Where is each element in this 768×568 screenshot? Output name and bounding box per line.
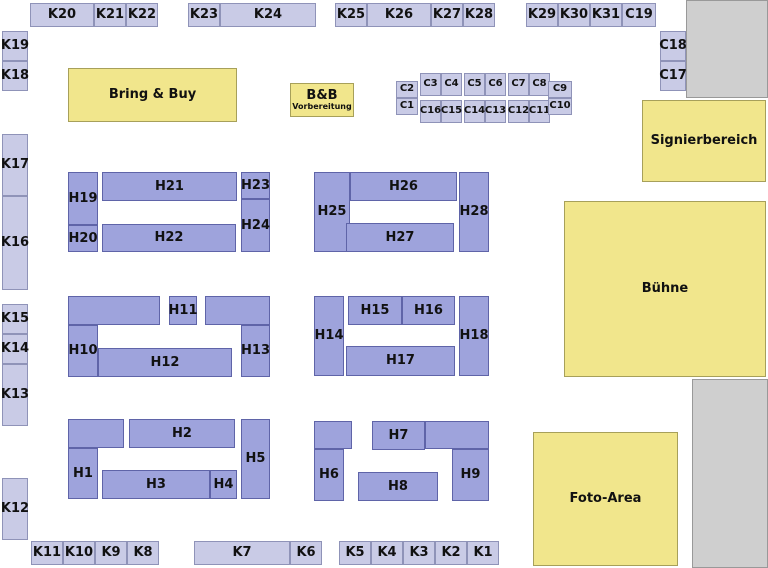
booth-c19[interactable]: C19 xyxy=(622,3,656,27)
booth-h23[interactable]: H23 xyxy=(241,172,270,199)
booth-h10[interactable]: H10 xyxy=(68,325,98,377)
booth-h28[interactable]: H28 xyxy=(459,172,489,252)
area-buehne[interactable]: Bühne xyxy=(564,201,766,377)
booth-h12[interactable]: H12 xyxy=(98,348,232,377)
booth-c11[interactable]: C11 xyxy=(529,100,550,123)
booth-k14[interactable]: K14 xyxy=(1,334,29,364)
booth-h9[interactable]: H9 xyxy=(452,449,489,501)
booth-h13-top-arm[interactable] xyxy=(205,296,270,325)
booth-k6[interactable]: K6 xyxy=(290,541,322,565)
booth-h6-top-arm[interactable] xyxy=(314,421,352,449)
booth-h15[interactable]: H15 xyxy=(348,296,402,325)
booth-k21[interactable]: K21 xyxy=(94,3,126,27)
booth-k4[interactable]: K4 xyxy=(371,541,403,565)
booth-h20[interactable]: H20 xyxy=(68,225,98,252)
booth-c4[interactable]: C4 xyxy=(441,73,462,96)
booth-c5[interactable]: C5 xyxy=(464,73,485,96)
booth-c2[interactable]: C2 xyxy=(396,81,418,98)
booth-h24[interactable]: H24 xyxy=(241,199,270,252)
booth-c16[interactable]: C16 xyxy=(420,100,441,123)
booth-h8[interactable]: H8 xyxy=(358,472,438,501)
booth-h7[interactable]: H7 xyxy=(372,421,425,450)
booth-c12[interactable]: C12 xyxy=(508,100,529,123)
bb-subtitle: Vorbereitung xyxy=(292,101,352,111)
booth-h27[interactable]: H27 xyxy=(346,223,454,252)
booth-k31[interactable]: K31 xyxy=(590,3,622,27)
booth-h10-top-arm[interactable] xyxy=(68,296,160,325)
booth-h25[interactable]: H25 xyxy=(314,172,350,252)
booth-h4[interactable]: H4 xyxy=(210,470,237,499)
booth-k7[interactable]: K7 xyxy=(194,541,290,565)
booth-h17[interactable]: H17 xyxy=(346,346,455,376)
booth-k24[interactable]: K24 xyxy=(220,3,316,27)
booth-c1[interactable]: C1 xyxy=(396,98,418,115)
booth-c8[interactable]: C8 xyxy=(529,73,550,96)
booth-k30[interactable]: K30 xyxy=(558,3,590,27)
booth-k8[interactable]: K8 xyxy=(127,541,159,565)
booth-k19[interactable]: K19 xyxy=(1,31,29,61)
booth-c15[interactable]: C15 xyxy=(441,100,462,123)
booth-k17[interactable]: K17 xyxy=(1,134,29,196)
booth-h2[interactable]: H2 xyxy=(129,419,235,448)
booth-c3[interactable]: C3 xyxy=(420,73,441,96)
blocked-area-top-right xyxy=(686,0,768,98)
booth-h3[interactable]: H3 xyxy=(102,470,210,499)
blocked-area-bottom-right xyxy=(692,379,768,568)
booth-c10[interactable]: C10 xyxy=(548,98,572,115)
booth-h5[interactable]: H5 xyxy=(241,419,270,499)
booth-c9[interactable]: C9 xyxy=(548,81,572,98)
booth-k20[interactable]: K20 xyxy=(30,3,94,27)
booth-k5[interactable]: K5 xyxy=(339,541,371,565)
booth-h1[interactable]: H1 xyxy=(68,448,98,499)
booth-h21[interactable]: H21 xyxy=(102,172,237,201)
area-bb-vorbereitung[interactable]: B&B Vorbereitung xyxy=(290,83,354,117)
booth-k9[interactable]: K9 xyxy=(95,541,127,565)
booth-h16[interactable]: H16 xyxy=(402,296,455,325)
booth-c17[interactable]: C17 xyxy=(659,61,687,91)
booth-k10[interactable]: K10 xyxy=(63,541,95,565)
booth-k18[interactable]: K18 xyxy=(1,61,29,91)
booth-c14[interactable]: C14 xyxy=(464,100,485,123)
bb-title: B&B xyxy=(306,87,338,103)
booth-c6[interactable]: C6 xyxy=(485,73,506,96)
booth-h11[interactable]: H11 xyxy=(169,296,198,325)
booth-k12[interactable]: K12 xyxy=(1,478,29,540)
area-signierbereich[interactable]: Signierbereich xyxy=(642,100,766,182)
booth-k23[interactable]: K23 xyxy=(188,3,220,27)
area-bring-and-buy[interactable]: Bring & Buy xyxy=(68,68,237,122)
booth-h1-top-arm[interactable] xyxy=(68,419,124,448)
booth-c18[interactable]: C18 xyxy=(659,31,687,61)
booth-c7[interactable]: C7 xyxy=(508,73,529,96)
booth-h18[interactable]: H18 xyxy=(459,296,489,376)
booth-h26[interactable]: H26 xyxy=(350,172,457,201)
booth-k3[interactable]: K3 xyxy=(403,541,435,565)
booth-k22[interactable]: K22 xyxy=(126,3,158,27)
booth-h14[interactable]: H14 xyxy=(314,296,344,376)
booth-k28[interactable]: K28 xyxy=(463,3,495,27)
booth-k29[interactable]: K29 xyxy=(526,3,558,27)
booth-k2[interactable]: K2 xyxy=(435,541,467,565)
booth-k27[interactable]: K27 xyxy=(431,3,463,27)
booth-k26[interactable]: K26 xyxy=(367,3,431,27)
booth-k16[interactable]: K16 xyxy=(1,196,29,290)
booth-h9-top-arm[interactable] xyxy=(425,421,489,449)
area-foto[interactable]: Foto-Area xyxy=(533,432,678,566)
booth-k13[interactable]: K13 xyxy=(1,364,29,426)
booth-h13[interactable]: H13 xyxy=(241,325,270,377)
booth-h19[interactable]: H19 xyxy=(68,172,98,225)
booth-k11[interactable]: K11 xyxy=(31,541,63,565)
booth-h22[interactable]: H22 xyxy=(102,224,236,252)
booth-h6[interactable]: H6 xyxy=(314,449,344,501)
booth-k25[interactable]: K25 xyxy=(335,3,367,27)
booth-k15[interactable]: K15 xyxy=(1,304,29,334)
booth-k1[interactable]: K1 xyxy=(467,541,499,565)
booth-c13[interactable]: C13 xyxy=(485,100,506,123)
